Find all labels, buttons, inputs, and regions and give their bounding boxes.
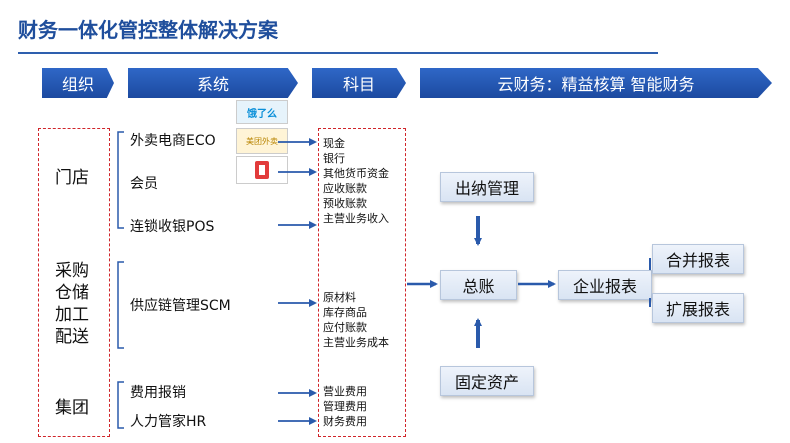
header-system: 系统 (128, 68, 298, 98)
subject-admin-expense: 管理费用 (323, 400, 367, 413)
store-app-logo (236, 156, 288, 184)
header-subject: 科目 (312, 68, 406, 98)
subject-advance-receipts: 预收账款 (323, 197, 367, 210)
subject-bank: 银行 (323, 152, 345, 165)
subject-raw-materials: 原材料 (323, 291, 356, 304)
subject-cash: 现金 (323, 137, 345, 150)
org-processing: 加工 (55, 305, 89, 325)
page-title: 财务一体化管控整体解决方案 (18, 18, 278, 42)
extended-report-box: 扩展报表 (652, 293, 744, 323)
consolidated-report-box: 合并报表 (652, 244, 744, 274)
org-group: 集团 (55, 398, 89, 418)
subject-inventory: 库存商品 (323, 306, 367, 319)
header-cloud-finance: 云财务：精益核算 智能财务 (420, 68, 772, 98)
subject-finance-expense: 财务费用 (323, 415, 367, 428)
header-org: 组织 (42, 68, 114, 98)
system-member: 会员 (130, 176, 158, 192)
app-icon (255, 161, 269, 179)
subject-receivable: 应收账款 (323, 182, 367, 195)
org-delivery: 配送 (55, 327, 89, 347)
meituan-logo: 美团外卖 (236, 128, 288, 154)
ledger-box: 总账 (440, 270, 517, 300)
org-storage: 仓储 (55, 283, 89, 303)
subject-dashed-frame (318, 128, 406, 437)
system-hr: 人力管家HR (130, 414, 207, 430)
eleme-logo: 饿了么 (236, 100, 288, 124)
subject-other-funds: 其他货币资金 (323, 167, 389, 180)
subject-main-revenue: 主营业务收入 (323, 212, 389, 225)
cashier-box: 出纳管理 (440, 172, 534, 202)
fixed-assets-box: 固定资产 (440, 366, 534, 396)
enterprise-report-box: 企业报表 (558, 270, 652, 300)
org-store: 门店 (55, 168, 89, 188)
subject-payable: 应付账款 (323, 321, 367, 334)
org-dashed-frame (38, 128, 110, 437)
system-pos: 连锁收银POS (130, 219, 215, 235)
org-purchase: 采购 (55, 261, 89, 281)
subject-operating-expense: 营业费用 (323, 385, 367, 398)
subject-main-cost: 主营业务成本 (323, 336, 389, 349)
system-to-subject-arrows (278, 138, 317, 425)
system-brackets (117, 131, 124, 429)
title-underline (18, 52, 658, 54)
system-eco: 外卖电商ECO (130, 133, 216, 149)
system-scm: 供应链管理SCM (130, 298, 231, 314)
system-expense: 费用报销 (130, 385, 186, 401)
